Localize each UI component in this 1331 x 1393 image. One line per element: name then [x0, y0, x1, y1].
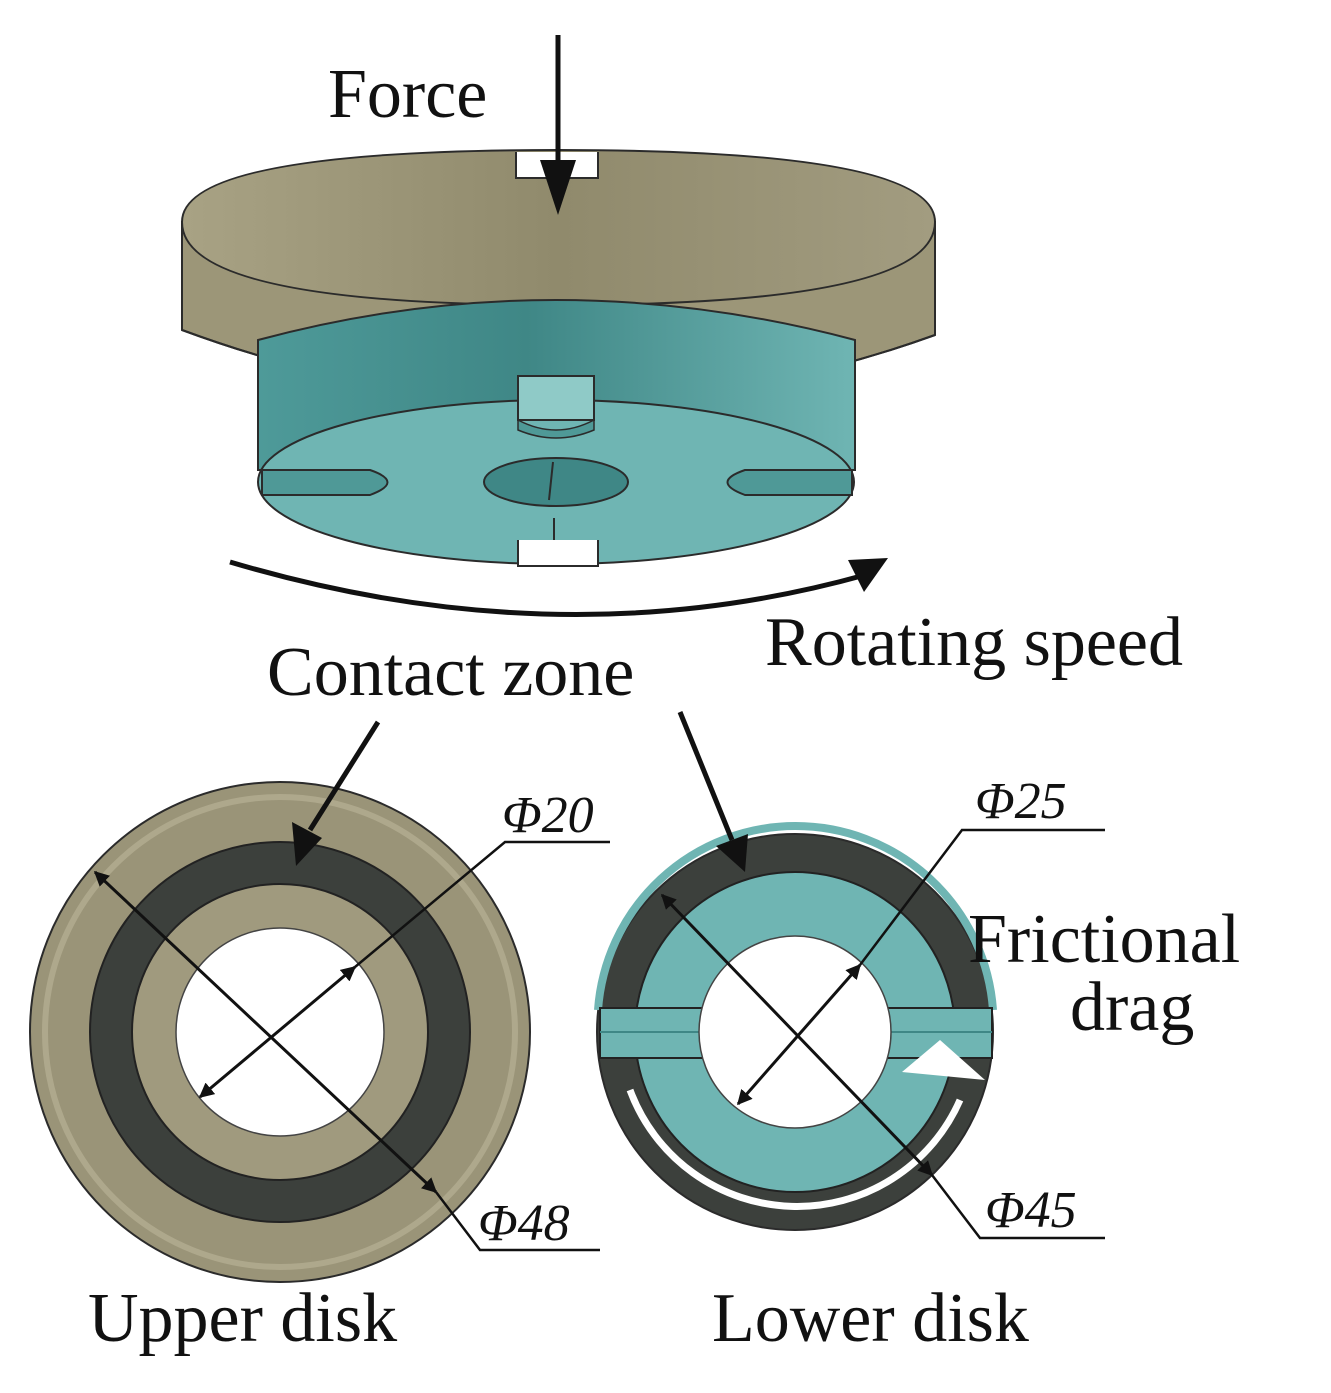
lower-disk-label: Lower disk [712, 1280, 1029, 1357]
force-arrow [540, 35, 576, 215]
lower-inner-dim-line [736, 963, 862, 1106]
lower-outer-dimension: Φ45 [985, 1182, 1077, 1239]
rotation-arrow [229, 558, 888, 617]
contact-zone-label: Contact zone [267, 634, 635, 711]
dimension-lines [93, 828, 1105, 1252]
lower-disk-topview [594, 822, 997, 1231]
upper-outer-dimension: Φ48 [478, 1195, 570, 1252]
upper-disk-topview [29, 781, 531, 1283]
force-label: Force [328, 56, 488, 133]
lower-disk-3d [257, 299, 856, 567]
lower-inner-dimension: Φ25 [975, 773, 1067, 830]
frictional-label: Frictional [968, 901, 1241, 978]
upper-inner-dimension: Φ20 [502, 787, 594, 844]
upper-disk-top [180, 148, 937, 307]
upper-inner-dim-line [198, 965, 357, 1099]
upper-inner-hole [175, 927, 385, 1137]
center-hole [483, 457, 629, 507]
drag-label: drag [1070, 969, 1195, 1046]
upper-disk-label: Upper disk [88, 1280, 398, 1357]
left-groove [261, 469, 389, 496]
contact-zone-arrows [292, 711, 748, 872]
rotating-speed-label: Rotating speed [765, 604, 1183, 681]
right-groove [726, 469, 853, 496]
